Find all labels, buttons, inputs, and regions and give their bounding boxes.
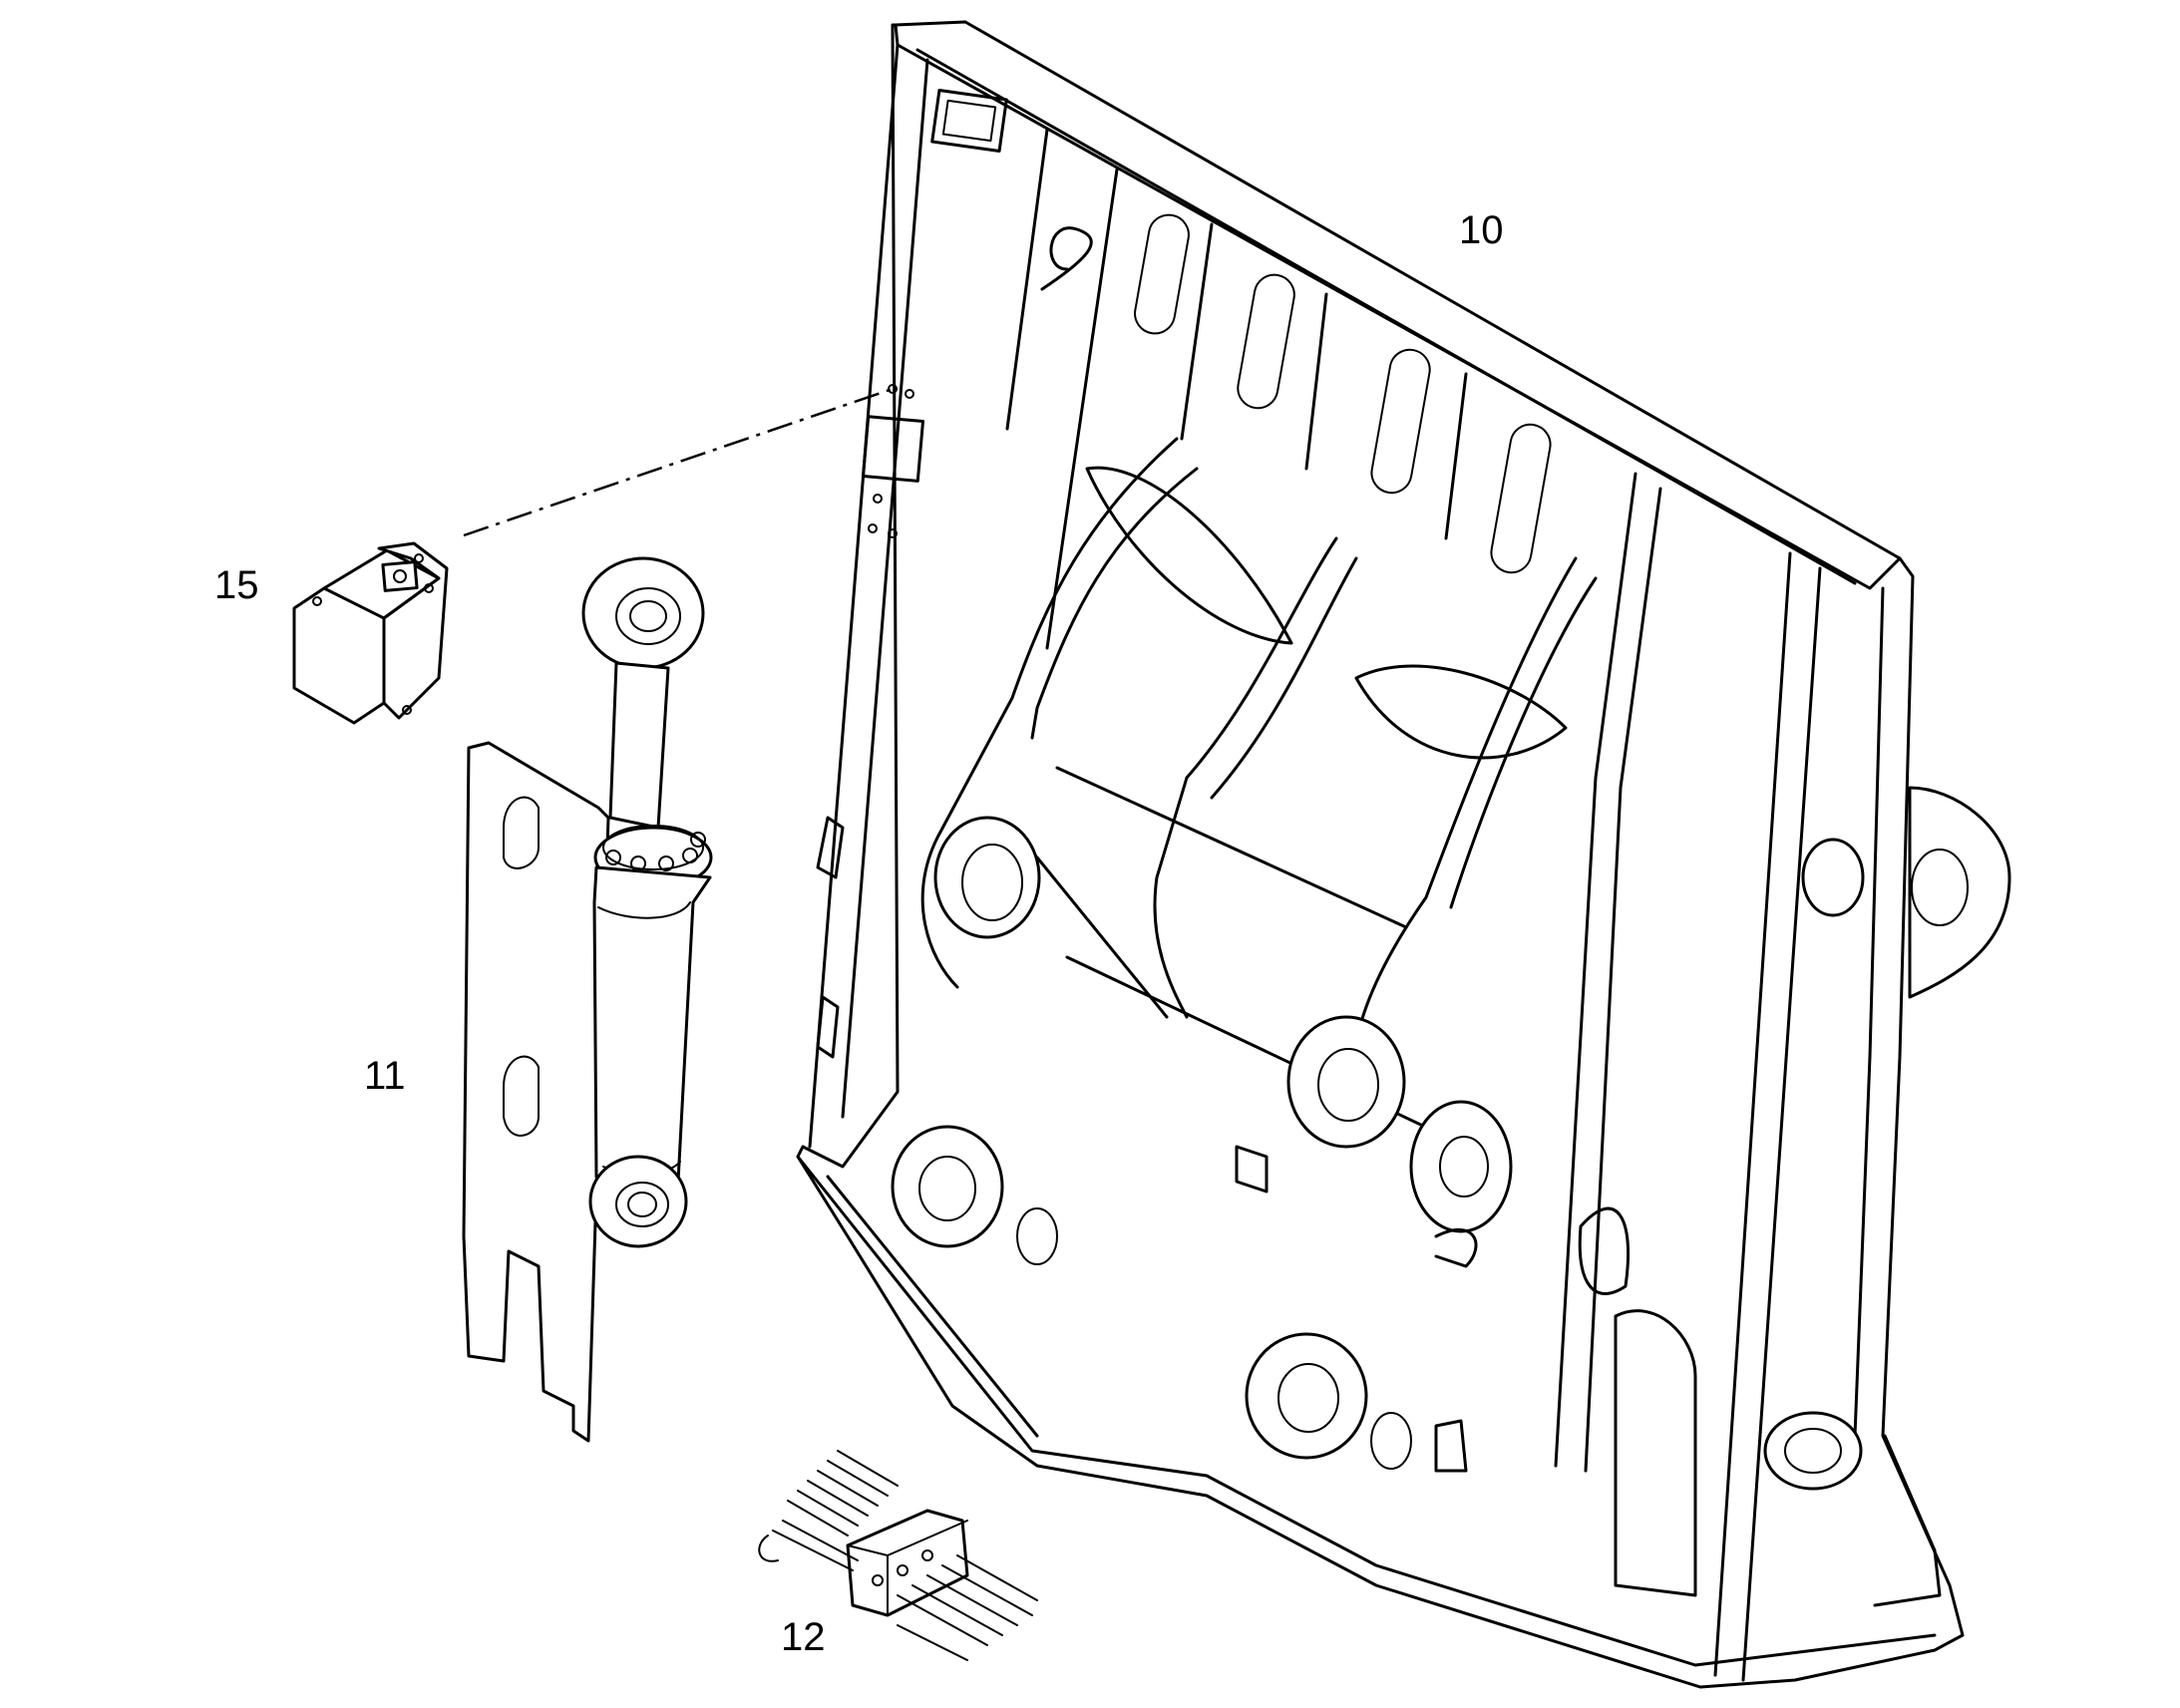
valve-block-part — [758, 1450, 1038, 1661]
frame-part — [796, 20, 2011, 1689]
callout-12: 12 — [781, 1615, 826, 1659]
assembly-line — [463, 387, 894, 537]
callout-11: 11 — [364, 1054, 406, 1098]
cylinder-part — [462, 556, 713, 1443]
callout-10: 10 — [1459, 208, 1504, 252]
junction-box-part — [292, 541, 449, 725]
callout-15: 15 — [214, 563, 259, 607]
